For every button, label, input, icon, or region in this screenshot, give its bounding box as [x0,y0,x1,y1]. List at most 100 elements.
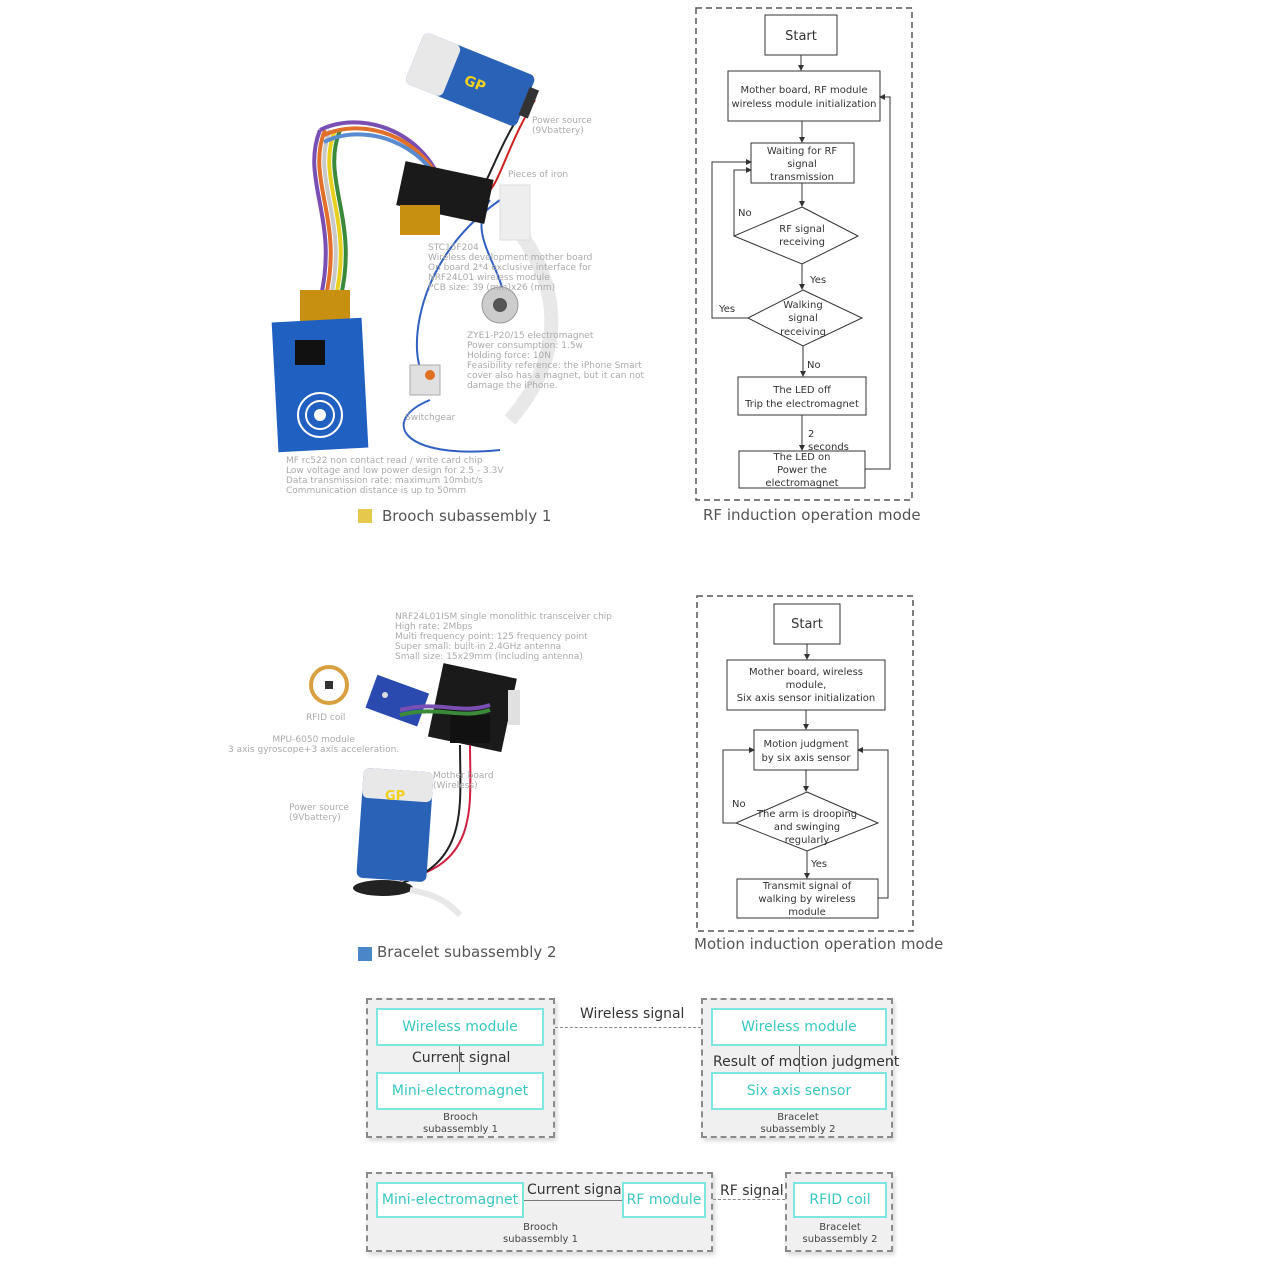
svg-text:GP: GP [385,789,405,804]
sd1-motion-result-label: Result of motion judgment [713,1054,900,1070]
rf-frame [695,7,913,501]
sd1-six-axis-sensor: Six axis sensor [711,1072,887,1110]
sd1-brooch-caption-2: subassembly 1 [423,1124,498,1135]
motion-flowchart-svg: Start Mother board, wireless module, Six… [696,595,914,932]
motion-init-line-3: Six axis sensor initialization [737,693,876,704]
mother-board-label: STC15F204 Wireless development mother bo… [428,243,593,293]
rf-no-label-1: No [738,208,752,219]
decision-line-1: The arm is drooping [756,809,857,820]
motion-init-line-2: module, [786,680,827,691]
iron-pieces-label: Pieces of iron [508,170,569,180]
sd1-wireless-signal-label: Wireless signal [580,1006,685,1022]
rf-wait-line-2: signal [787,159,817,170]
rf-yes-label-1: Yes [809,275,826,286]
sd1-bracelet-caption-1: Bracelet [777,1112,819,1123]
rf-init-line-1: Mother board, RF module [740,85,867,96]
motion-flowchart: Start Mother board, wireless module, Six… [690,590,920,935]
rf-wait-box [750,142,855,184]
decision-line-3: regularly [785,835,830,846]
bracelet-caption: Bracelet subassembly 2 [377,943,557,961]
svg-text:GP: GP [462,73,488,96]
transmit-line-2: walking by wireless [758,894,855,905]
sd2-current-link-line [524,1200,622,1201]
sd2-bracelet-caption-2: subassembly 2 [802,1234,878,1245]
motion-judge-line-2: by six axis sensor [762,753,852,764]
led-on-line-2: Power the [777,465,827,476]
rf-flowchart-caption: RF induction operation mode [703,506,921,524]
sd1-bracelet-group: Wireless module Result of motion judgmen… [701,998,899,1138]
motion-init-line-1: Mother board, wireless [749,667,863,678]
two-seconds-line-1: 2 [808,429,814,440]
sd2-brooch-group: Mini-electromagnet Current signal RF mod… [366,1172,713,1252]
led-on-line-1: The LED on [772,452,830,463]
sd1-brooch-wireless-module: Wireless module [376,1008,544,1046]
bracelet-power-source-label: Power source (9Vbattery) [289,803,349,823]
led-off-line-1: The LED off [772,385,832,396]
sd2-current-signal-label: Current signal [527,1182,626,1198]
rf-led-off-box [737,376,867,416]
sd2-brooch-caption-2: subassembly 1 [503,1234,578,1245]
sd1-current-signal-label: Current signal [412,1050,511,1066]
motion-init-box [726,659,886,711]
walk-decision-line-1: Walking [783,300,822,311]
brooch-photo: GP Power source (9Vbattery) Pieces of ir… [260,20,660,510]
brooch-swatch [358,509,372,523]
rf-start-text: Start [785,29,817,44]
motion-frame [696,595,914,932]
rf-decision-line-2: receiving [779,237,825,248]
sd1-wireless-link-line [555,1027,701,1028]
rf-signal-decision [732,206,860,265]
sd1-bracelet-caption-2: subassembly 2 [760,1124,836,1135]
bracelet-swatch [358,947,372,961]
motion-transmit-box [736,878,879,919]
walk-decision-line-2: signal [788,313,818,324]
motion-judge-box [753,729,859,771]
led-off-line-2: Trip the electromagnet [744,399,859,410]
motion-flowchart-caption: Motion induction operation mode [694,935,944,953]
motion-no-label: No [732,799,746,810]
sd2-rfid-coil: RFID coil [793,1182,887,1218]
bracelet-photo: GP NRF24L01ISM single monolithic transce… [220,605,640,930]
motion-start-box [773,603,841,645]
sd1-bracelet-wireless-module: Wireless module [711,1008,887,1046]
transmit-line-1: Transmit signal of [762,881,852,892]
sd1-mini-electromagnet: Mini-electromagnet [376,1072,544,1110]
sd2-bracelet-caption-1: Bracelet [819,1222,861,1233]
sd1-bracelet-link-line [799,1046,800,1072]
electromagnet-label: ZYE1-P20/15 electromagnet Power consumpt… [467,331,645,391]
transmit-line-3: module [788,907,825,918]
sd2-rf-module: RF module [622,1182,706,1218]
sd1-brooch-caption-1: Brooch [443,1112,478,1123]
mother-board-wireless-label: Mother board (Wireless) [433,771,494,791]
switchgear-label: Switchgear [405,413,456,423]
rf-no-label-2: No [807,360,821,371]
rfid-coil-label: RFID coil [306,713,346,723]
motion-yes-label: Yes [810,859,827,870]
motion-start-text: Start [791,617,823,632]
power-source-label: Power source (9Vbattery) [532,116,592,136]
two-seconds-line-2: seconds [808,442,849,453]
walk-decision-line-3: receiving [780,327,826,338]
brooch-caption: Brooch subassembly 1 [382,507,552,525]
decision-line-2: and swinging [774,822,840,833]
mpu-module-label: MPU-6050 module 3 axis gyroscope+3 axis … [228,735,400,755]
rf-init-box [727,70,881,122]
motion-judge-line-1: Motion judgment [763,739,848,750]
led-on-line-3: electromagnet [765,478,838,489]
rf-wait-line-3: transmission [770,172,834,183]
rf-yes-label-2: Yes [718,304,735,315]
rf-flowchart-svg: Start Mother board, RF module wireless m… [695,7,913,501]
rf-wait-line-1: Waiting for RF [767,146,838,157]
brooch-photo-illustration: GP [271,33,559,453]
sd1-brooch-link-line [459,1046,460,1072]
sd2-bracelet-group: RFID coil Bracelet subassembly 2 [785,1172,893,1252]
rfid-reader-label: MF rc522 non contact read / write card c… [286,456,504,496]
bracelet-photo-illustration: GP [309,663,520,918]
rf-decision-line-1: RF signal [779,224,824,235]
transceiver-chip-label: NRF24L01ISM single monolithic transceive… [395,612,613,662]
sd2-rf-link-line [713,1199,785,1200]
sd1-brooch-group: Wireless module Current signal Mini-elec… [366,998,555,1138]
rf-init-line-2: wireless module initialization [732,99,877,110]
sd2-mini-electromagnet: Mini-electromagnet [376,1182,524,1218]
sd2-brooch-caption-1: Brooch [523,1222,558,1233]
